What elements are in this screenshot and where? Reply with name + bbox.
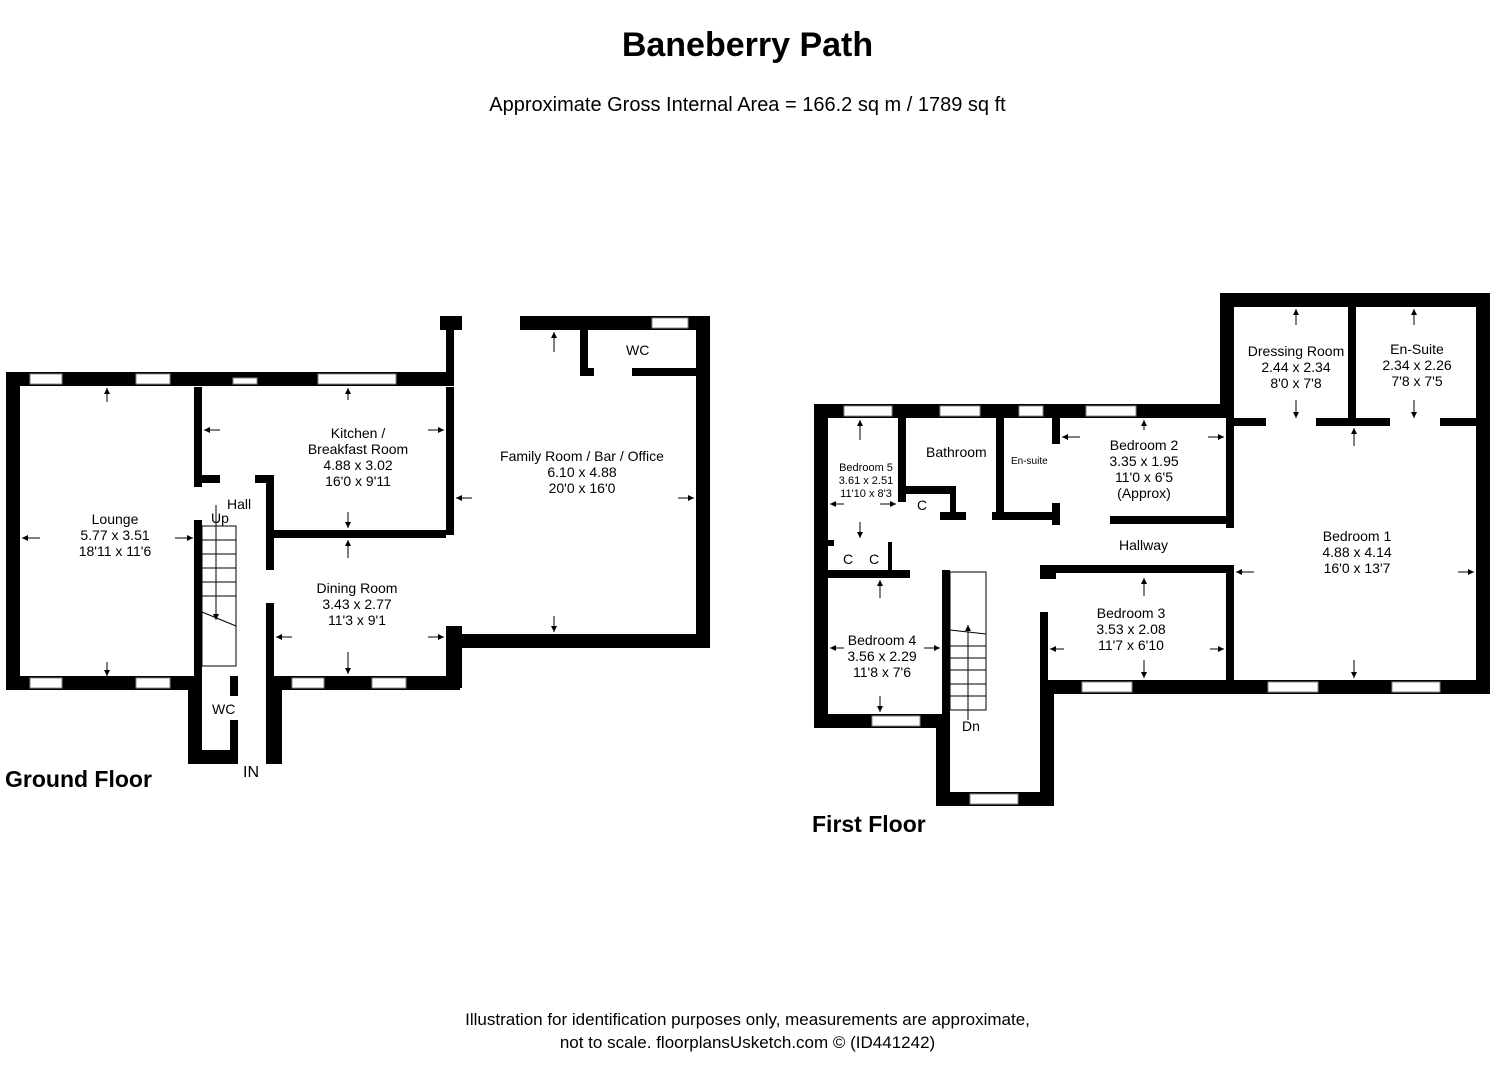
ground-floor-label: Ground Floor — [5, 766, 152, 792]
room-name-line2: Breakfast Room — [307, 441, 409, 457]
room-lounge: Lounge 5.77 x 3.51 18'11 x 11'6 — [79, 511, 152, 559]
room-metric: 4.88 x 4.14 — [1322, 544, 1392, 560]
room-metric: 4.88 x 3.02 — [323, 457, 393, 473]
bathroom-label: Bathroom — [926, 444, 987, 460]
room-name: En-Suite — [1390, 341, 1444, 357]
room-name: Bedroom 3 — [1096, 605, 1166, 621]
room-imperial: 11'8 x 7'6 — [852, 664, 912, 680]
room-imperial: 18'11 x 11'6 — [78, 543, 152, 559]
room-metric: 3.43 x 2.77 — [322, 596, 392, 612]
room-name: Dressing Room — [1247, 343, 1345, 359]
stairs-down-label: Dn — [962, 718, 980, 734]
room-name: Bedroom 5 — [839, 462, 893, 474]
room-name: Bedroom 4 — [847, 632, 917, 648]
room-name: Lounge — [91, 511, 139, 527]
hallway-label: Hallway — [1119, 537, 1169, 553]
cupboard-label: C — [869, 551, 880, 567]
room-dressing: Dressing Room 2.44 x 2.34 8'0 x 7'8 — [1248, 343, 1344, 391]
room-imperial: 20'0 x 16'0 — [548, 480, 616, 496]
room-metric: 6.10 x 4.88 — [547, 464, 617, 480]
wc-label-family: WC — [626, 342, 650, 358]
room-name: Family Room / Bar / Office — [500, 448, 664, 464]
room-imperial: 11'7 x 6'10 — [1098, 637, 1164, 653]
disclaimer: Illustration for identification purposes… — [0, 1008, 1495, 1054]
room-bedroom-4: Bedroom 4 3.56 x 2.29 11'8 x 7'6 — [847, 632, 916, 680]
gross-area: Approximate Gross Internal Area = 166.2 … — [489, 94, 1006, 116]
room-metric: 3.56 x 2.29 — [847, 648, 917, 664]
room-bedroom-1: Bedroom 1 4.88 x 4.14 16'0 x 13'7 — [1322, 528, 1391, 576]
first-floor-label: First Floor — [812, 811, 926, 837]
room-metric: 3.61 x 2.51 — [838, 475, 894, 487]
room-name: Bedroom 2 — [1109, 437, 1179, 453]
room-family: Family Room / Bar / Office 6.10 x 4.88 2… — [500, 448, 664, 496]
room-dining: Dining Room 3.43 x 2.77 11'3 x 9'1 — [317, 580, 398, 628]
room-metric: 3.53 x 2.08 — [1096, 621, 1166, 637]
room-name: Bedroom 1 — [1322, 528, 1392, 544]
room-imperial: 8'0 x 7'8 — [1270, 375, 1322, 391]
wc-label: WC — [212, 701, 236, 717]
room-imperial: 11'10 x 8'3 — [840, 488, 892, 500]
room-bedroom-5: Bedroom 5 3.61 x 2.51 11'10 x 8'3 — [839, 462, 893, 501]
room-name: Dining Room — [316, 580, 398, 596]
plan-title: Baneberry Path — [621, 26, 874, 64]
room-imperial: 16'0 x 9'11 — [325, 473, 391, 489]
room-note: (Approx) — [1117, 485, 1171, 501]
room-metric: 3.35 x 1.95 — [1109, 453, 1179, 469]
disclaimer-line1: Illustration for identification purposes… — [465, 1010, 1030, 1029]
room-bedroom-3: Bedroom 3 3.53 x 2.08 11'7 x 6'10 — [1096, 605, 1165, 653]
room-bedroom-2: Bedroom 2 3.35 x 1.95 11'0 x 6'5 (Approx… — [1109, 437, 1178, 501]
room-metric: 2.34 x 2.26 — [1382, 357, 1452, 373]
disclaimer-line2: not to scale. floorplansUsketch.com © (I… — [559, 1033, 936, 1052]
room-imperial: 16'0 x 13'7 — [1323, 560, 1391, 576]
room-name-line1: Kitchen / — [330, 425, 386, 441]
room-imperial: 7'8 x 7'5 — [1391, 373, 1443, 389]
room-metric: 2.44 x 2.34 — [1261, 359, 1331, 375]
cupboard-label: C — [843, 551, 854, 567]
room-en-suite-master: En-Suite 2.34 x 2.26 7'8 x 7'5 — [1382, 341, 1451, 389]
cupboard-label: C — [917, 497, 928, 513]
room-kitchen: Kitchen / Breakfast Room 4.88 x 3.02 16'… — [308, 425, 408, 489]
room-imperial: 11'3 x 9'1 — [327, 612, 387, 628]
stairs-up-label: Up — [211, 510, 229, 526]
room-metric: 5.77 x 3.51 — [80, 527, 150, 543]
room-imperial: 11'0 x 6'5 — [1114, 469, 1174, 485]
dimension-arrows — [22, 309, 1474, 720]
windows — [29, 317, 1441, 805]
hall-label: Hall — [227, 496, 252, 512]
ensuite-label: En-suite — [1011, 456, 1048, 467]
entrance-label: IN — [243, 764, 259, 781]
